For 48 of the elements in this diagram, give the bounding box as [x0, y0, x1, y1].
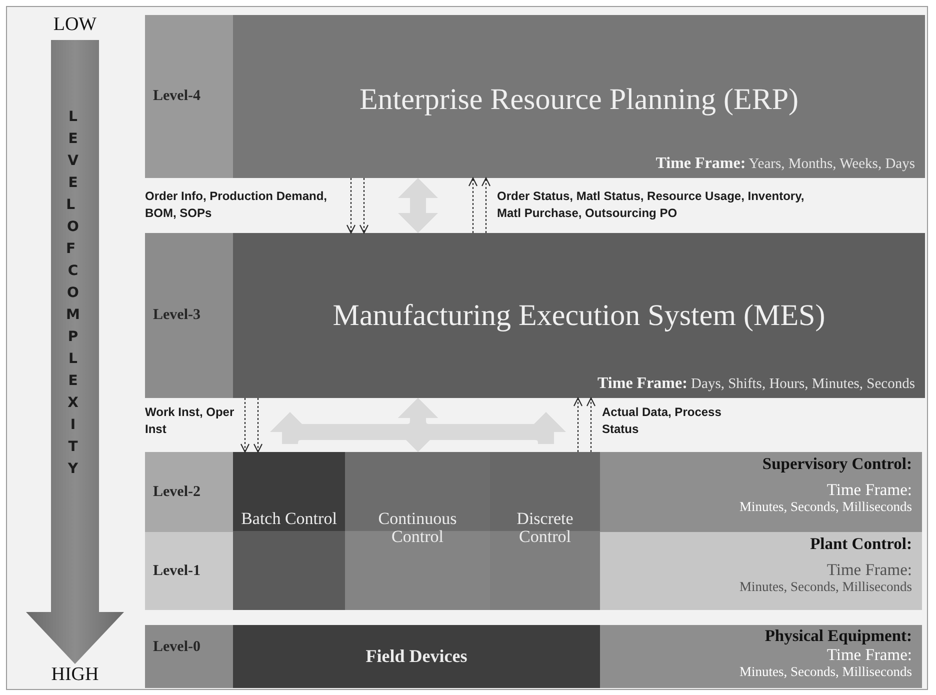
- system-title: Manufacturing Execution System (MES): [332, 299, 826, 332]
- time-frame-values: Minutes, Seconds, Milliseconds: [740, 499, 912, 516]
- device-label: Field Devices: [366, 646, 468, 667]
- time-frame-text: Time Frame: Days, Shifts, Hours, Minutes, Seconds: [598, 376, 915, 392]
- control-label: Continuous Control: [377, 510, 458, 546]
- data-flow-arrow: [240, 398, 250, 453]
- control-column: [490, 452, 600, 610]
- system-title: Enterprise Resource Planning (ERP): [359, 83, 799, 116]
- panel-heading: Physical Equipment:: [764, 627, 912, 646]
- data-flow-arrow: [346, 178, 356, 234]
- edge-label: Actual Data, Process Status: [602, 404, 722, 438]
- level-label: Level-2: [153, 484, 200, 500]
- data-flow-arrow: [253, 398, 263, 453]
- data-flow-arrow: [468, 177, 478, 233]
- time-frame-label: Time Frame:: [826, 560, 912, 580]
- level-tab: [145, 532, 233, 610]
- edge-label: Order Status, Matl Status, Resource Usage, Inventory, Matl Purchase, Outsourcing PO: [497, 188, 806, 222]
- scale-label: HIGH: [50, 664, 100, 686]
- time-frame-values: Minutes, Seconds, Milliseconds: [740, 664, 912, 680]
- control-column: [233, 452, 345, 610]
- scale-label: LOW: [52, 14, 98, 36]
- level-band: [145, 233, 925, 398]
- edge-label: Work Inst, Oper Inst: [145, 404, 236, 438]
- level-label: Level-3: [153, 307, 200, 324]
- level-label: Level-4: [153, 88, 200, 105]
- data-flow-arrow: [573, 397, 583, 452]
- level-tab: [145, 452, 233, 532]
- data-flow-arrow: [586, 397, 596, 452]
- edge-label: Order Info, Production Demand, BOM, SOPs: [145, 188, 328, 222]
- control-label: Discrete Control: [516, 510, 574, 546]
- panel-heading: Plant Control:: [810, 535, 912, 554]
- time-frame-label: Time Frame:: [826, 646, 912, 664]
- time-frame-label: Time Frame:: [826, 480, 912, 500]
- control-label: Batch Control: [241, 510, 337, 528]
- time-frame-text: Time Frame: Years, Months, Weeks, Days: [656, 156, 915, 172]
- time-frame-values: Minutes, Seconds, Milliseconds: [740, 579, 912, 596]
- control-column: [345, 452, 490, 610]
- panel-heading: Supervisory Control:: [762, 455, 912, 474]
- data-flow-arrow: [359, 178, 369, 234]
- level-band: [145, 15, 925, 178]
- info-panel: [600, 452, 922, 532]
- info-panel: [600, 532, 922, 610]
- device-box: [233, 625, 600, 688]
- data-flow-arrow: [481, 177, 491, 233]
- level-label: Level-0: [153, 639, 200, 656]
- flow-arrow: [398, 178, 438, 233]
- level-label: Level-1: [153, 562, 200, 580]
- axis-label: LEVEL OF COMPLEXITY: [66, 108, 80, 479]
